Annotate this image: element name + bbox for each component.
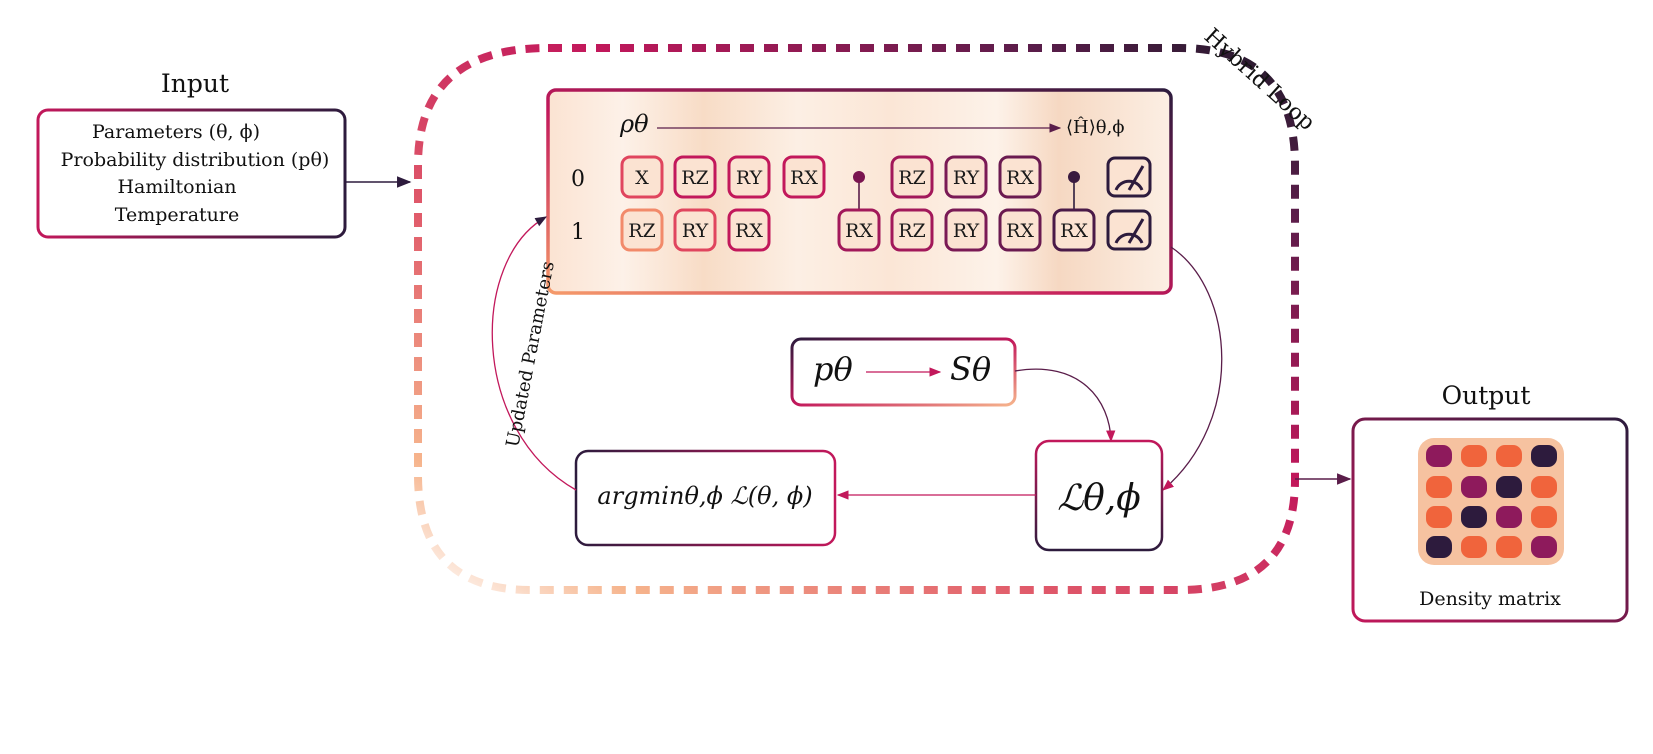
hybrid-loop-label: Hybrid Loop <box>1199 24 1319 136</box>
input-line-temperature: Temperature <box>115 204 239 226</box>
gate-ry: RY <box>673 208 717 252</box>
updated-parameters-arrow <box>491 216 577 491</box>
matrix-cell <box>1461 445 1487 467</box>
gate-rx: RX <box>727 208 771 252</box>
expectation-label: ⟨Ĥ⟩θ,ϕ <box>1066 115 1125 138</box>
gate-label: RZ <box>681 167 709 189</box>
matrix-cell <box>1426 536 1452 558</box>
input-line-probability: Probability distribution (pθ) <box>61 149 330 171</box>
gate-rz: RZ <box>890 208 934 252</box>
loss-label: ℒθ,ϕ <box>1057 478 1141 519</box>
gate-rz: RZ <box>673 155 717 199</box>
input-line-parameters: Parameters (θ, ϕ) <box>92 121 260 143</box>
output-caption: Density matrix <box>1419 588 1561 610</box>
argmin-box: argminθ,ϕ ℒ(θ, ϕ) <box>574 449 837 547</box>
gate-label: RX <box>1060 220 1088 242</box>
quantum-circuit: ρθ ⟨Ĥ⟩θ,ϕ 0 1 X RZ RY RX RZ RY RX RZ RY RX RX RZ RY… <box>546 88 1173 295</box>
gate-rz: RZ <box>620 208 664 252</box>
input-line-hamiltonian: Hamiltonian <box>117 176 236 198</box>
gates-row-0: X RZ RY RX RZ RY RX <box>620 155 1042 199</box>
rho-label: ρθ <box>619 110 649 138</box>
matrix-cell <box>1496 445 1522 467</box>
gate-label: RZ <box>628 220 656 242</box>
matrix-cell <box>1531 476 1557 498</box>
gate-rx: RX <box>998 155 1042 199</box>
matrix-cell <box>1531 506 1557 528</box>
matrix-cell <box>1426 506 1452 528</box>
input-title: Input <box>161 69 229 98</box>
matrix-cell <box>1426 445 1452 467</box>
matrix-cell <box>1426 476 1452 498</box>
matrix-cell <box>1531 445 1557 467</box>
circuit-to-loss-arrow <box>1162 246 1223 491</box>
gate-ry: RY <box>944 208 988 252</box>
gate-rx: RX <box>782 155 826 199</box>
gate-rz: RZ <box>890 155 934 199</box>
matrix-cell <box>1496 506 1522 528</box>
density-matrix-background <box>1418 438 1564 565</box>
input-panel: Input Parameters (θ, ϕ) Probability dist… <box>36 69 347 239</box>
gate-ry: RY <box>944 155 988 199</box>
control-dot-2 <box>1068 171 1080 183</box>
gate-label: RY <box>953 220 980 242</box>
entropy-to-loss-arrow <box>1014 368 1116 443</box>
gate-label: RY <box>736 167 763 189</box>
gate-rx: RX <box>837 208 881 252</box>
meter-icon <box>1106 209 1152 251</box>
matrix-cell <box>1461 476 1487 498</box>
argmin-label: argminθ,ϕ ℒ(θ, ϕ) <box>597 482 812 510</box>
qubit-1-label: 1 <box>571 220 585 245</box>
matrix-cell <box>1461 506 1487 528</box>
gate-x: X <box>620 155 664 199</box>
gate-label: RX <box>735 220 763 242</box>
gates-row-1: RZ RY RX RX RZ RY RX RX <box>620 208 1096 252</box>
output-panel: Output Density matrix <box>1351 381 1629 623</box>
updated-parameters-label: Updated Parameters <box>502 260 559 449</box>
gate-label: RX <box>845 220 873 242</box>
gate-label: RZ <box>898 167 926 189</box>
qubit-0-label: 0 <box>571 167 585 192</box>
gate-label: RX <box>790 167 818 189</box>
gate-label: RY <box>953 167 980 189</box>
matrix-cell <box>1496 476 1522 498</box>
density-matrix <box>1426 445 1557 558</box>
gate-label: X <box>635 167 649 189</box>
input-box <box>36 108 347 239</box>
gate-label: RX <box>1006 220 1034 242</box>
matrix-cell <box>1531 536 1557 558</box>
matrix-cell <box>1461 536 1487 558</box>
loss-box: ℒθ,ϕ <box>1034 439 1164 552</box>
gate-ry: RY <box>727 155 771 199</box>
gate-label: RZ <box>898 220 926 242</box>
meter-icon <box>1106 156 1152 198</box>
hybrid-loop-border <box>414 44 1299 594</box>
gate-label: RX <box>1006 167 1034 189</box>
gate-rx: RX <box>1052 208 1096 252</box>
control-dot-1 <box>853 171 865 183</box>
gate-label: RY <box>682 220 709 242</box>
entropy-box: pθ Sθ <box>790 337 1017 407</box>
gate-rx: RX <box>998 208 1042 252</box>
p-theta-label: pθ <box>813 350 853 388</box>
output-title: Output <box>1442 381 1531 410</box>
matrix-cell <box>1496 536 1522 558</box>
s-theta-label: Sθ <box>950 350 991 388</box>
